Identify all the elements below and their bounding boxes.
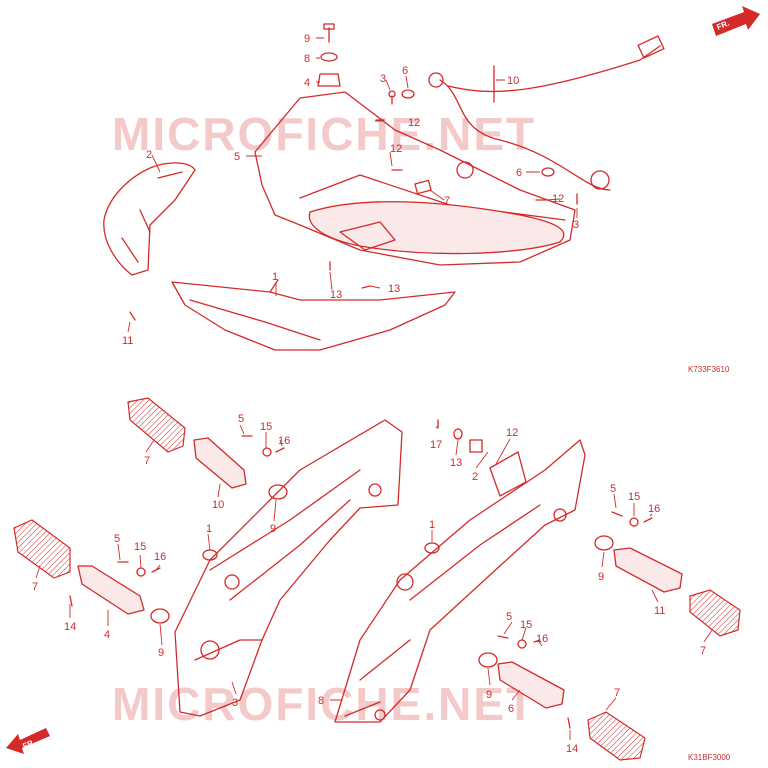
callout-b10: 10 <box>212 499 224 511</box>
callout-b15d: 15 <box>628 491 640 503</box>
callout-b1b: 1 <box>429 519 435 531</box>
footpeg-rubber-right <box>689 589 741 637</box>
callout-b15b: 15 <box>134 541 146 553</box>
collar-1b <box>424 542 440 554</box>
callout-b2: 2 <box>472 471 478 483</box>
callout-b9: 9 <box>270 523 276 535</box>
callout-6b: 6 <box>516 167 522 179</box>
fastener-9 <box>323 23 335 43</box>
fr-arrow-bottom-left-icon: FR. <box>6 728 50 754</box>
callout-12c: 12 <box>552 193 564 205</box>
callout-b5b: 5 <box>114 533 120 545</box>
callout-b11: 11 <box>654 605 665 617</box>
callout-b5c: 5 <box>506 611 512 623</box>
callout-b9b: 9 <box>158 647 164 659</box>
callout-b17: 17 <box>430 439 442 451</box>
callout-8: 8 <box>304 53 310 65</box>
callout-b14: 14 <box>64 621 76 633</box>
peg-holder-6 <box>497 661 565 709</box>
callout-7: 7 <box>444 195 450 207</box>
callout-b9d: 9 <box>486 689 492 701</box>
callout-b6: 6 <box>508 703 514 715</box>
tail-light-housing <box>254 91 576 266</box>
tail-lens <box>308 201 565 255</box>
callout-b16: 16 <box>278 435 290 447</box>
washer-9b <box>150 608 170 624</box>
callout-13: 13 <box>330 289 342 301</box>
callout-b15c: 15 <box>520 619 532 631</box>
callout-2: 2 <box>146 149 152 161</box>
callout-b3: 3 <box>232 697 238 709</box>
callout-b16c: 16 <box>536 633 548 645</box>
callout-3: 3 <box>380 73 386 85</box>
callout-b5d: 5 <box>610 483 616 495</box>
callout-b8: 8 <box>318 695 324 707</box>
right-footpeg-bracket <box>334 439 586 723</box>
tail-light-assembly: 9 8 4 3 6 10 12 5 2 12 6 7 12 3 13 13 1 … <box>103 23 730 374</box>
fr-arrow-top-label: FR. <box>715 19 730 32</box>
peg-holder-4 <box>77 565 145 615</box>
wiring-harness <box>439 45 661 191</box>
footpeg-assembly: 7 5 15 16 10 9 1 7 5 15 16 14 4 9 3 17 1… <box>13 397 741 762</box>
fr-arrow-top-right-icon: FR. <box>712 6 760 36</box>
callout-b5: 5 <box>238 413 244 425</box>
callout-b15: 15 <box>260 421 272 433</box>
diagram-code-top: K733F3610 <box>688 365 730 374</box>
callout-4: 4 <box>304 77 310 89</box>
callout-b14b: 14 <box>566 743 578 755</box>
callout-b7c: 7 <box>700 645 706 657</box>
callout-9: 9 <box>304 33 310 45</box>
callout-12b: 12 <box>390 143 402 155</box>
callout-b12: 12 <box>506 427 518 439</box>
peg-holder-11 <box>613 547 683 593</box>
lower-cowl-part <box>171 281 456 351</box>
watermark-bottom: MICROFICHE.NET <box>112 678 536 730</box>
footpeg-rubber-top <box>127 397 186 453</box>
watermark-top: MICROFICHE.NET <box>112 108 536 160</box>
callout-b9c: 9 <box>598 571 604 583</box>
washer-8 <box>320 52 338 62</box>
callout-5: 5 <box>234 151 240 163</box>
fr-arrow-bottom-label: FR. <box>21 738 36 751</box>
grommet-4 <box>317 73 341 87</box>
callout-b7b: 7 <box>32 581 38 593</box>
washer-9c <box>594 535 614 551</box>
washer-9d <box>478 652 498 668</box>
left-footpeg-bracket <box>174 419 403 717</box>
callout-b13: 13 <box>450 457 462 469</box>
callout-3b: 3 <box>573 219 579 231</box>
callout-10: 10 <box>507 75 519 87</box>
callout-b4: 4 <box>104 629 110 641</box>
footpeg-rubber-bottom <box>587 711 646 761</box>
callout-b7d: 7 <box>614 687 620 699</box>
washer-9a <box>268 484 288 500</box>
callout-b1: 1 <box>206 523 212 535</box>
diagram-code-bottom: K31BF3000 <box>688 753 731 762</box>
callout-b16d: 16 <box>648 503 660 515</box>
footpeg-rubber-left <box>13 519 71 579</box>
side-cover-part <box>103 162 196 276</box>
callout-6: 6 <box>402 65 408 77</box>
screw-3 <box>388 90 396 105</box>
callout-1: 1 <box>272 271 278 283</box>
callout-12: 12 <box>408 117 420 129</box>
callout-11: 11 <box>122 335 133 347</box>
callout-b16b: 16 <box>154 551 166 563</box>
peg-holder-10 <box>193 437 247 489</box>
callout-13b: 13 <box>388 283 400 295</box>
callout-b7: 7 <box>144 455 150 467</box>
